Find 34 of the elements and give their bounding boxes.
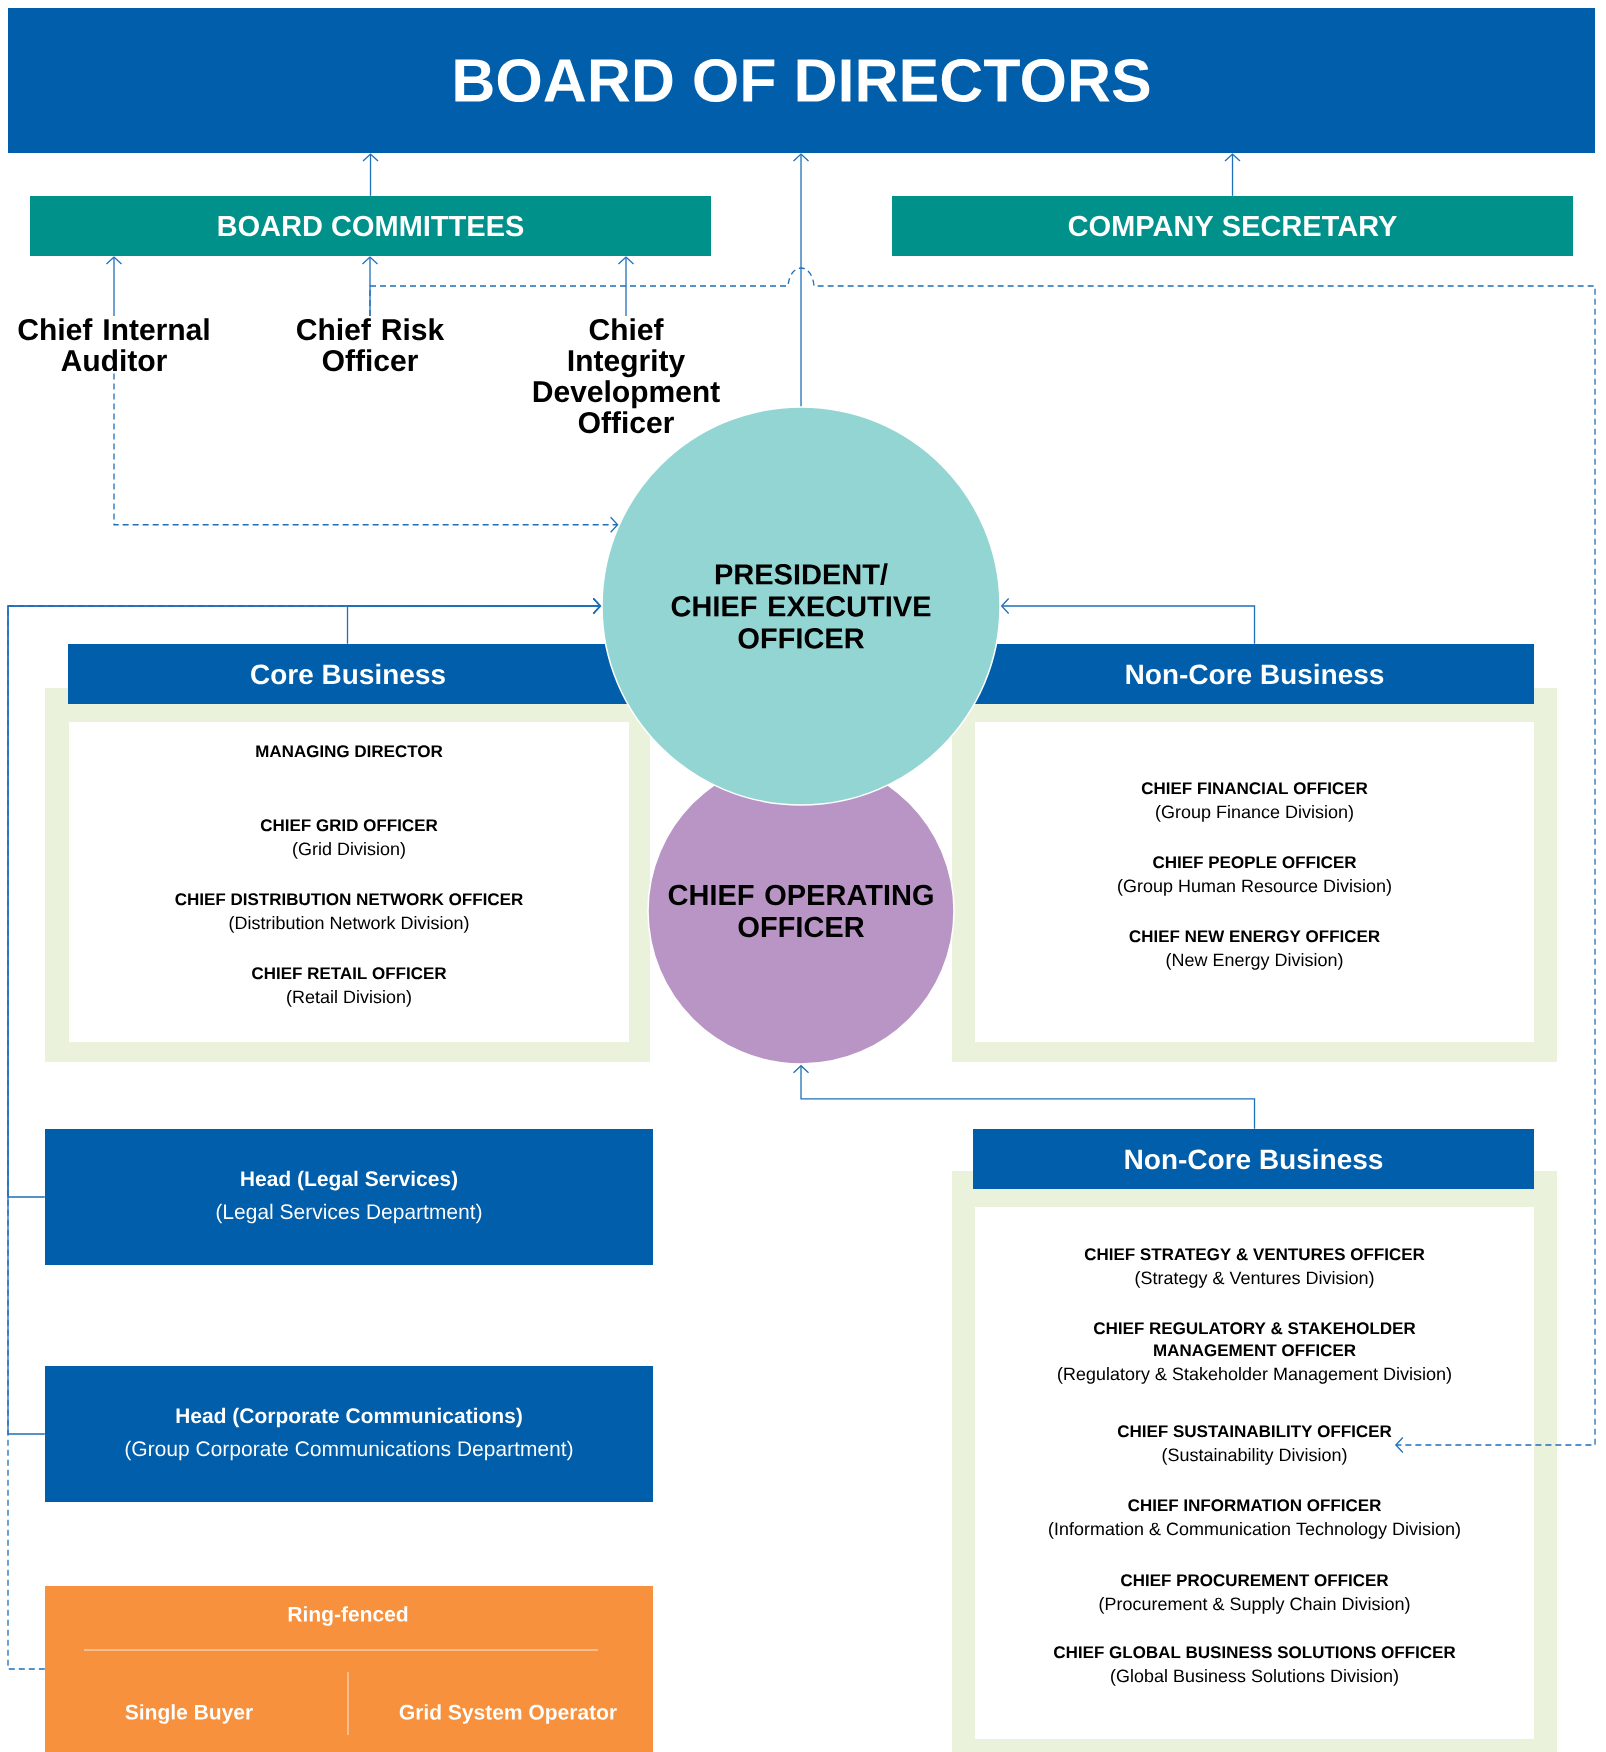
officer-entry: CHIEF DISTRIBUTION NETWORK OFFICER (Distribution Network Division) [175,893,523,933]
connector-arrow [7,597,602,1670]
officer-label: Chief Risk Officer [297,318,445,372]
committee-box: BOARD COMMITTEES [30,196,711,256]
connector-arrow [113,372,619,533]
board-banner: BOARD OF DIRECTORS [8,8,1595,153]
ring-fenced-box: Ring-fenced Single Buyer Grid System Operator [45,1586,653,1752]
connector-arrow [105,256,123,317]
officer-entry: CHIEF REGULATORY & STAKEHOLDER MANAGEMENT OFFICER (Regulatory & Stakeholder Management Division) [1058,1322,1451,1384]
officer-entry: CHIEF FINANCIAL OFFICER (Group Finance Division) [1141,782,1368,822]
department-box: Head (Legal Services) (Legal Services Department) [45,1129,653,1265]
secretary-box: COMPANY SECRETARY [892,196,1573,256]
node-label: Non-Core Business [1125,1148,1383,1170]
connector-arrow [792,153,810,407]
officer-entry: CHIEF SUSTAINABILITY OFFICER (Sustainability Division) [1117,1425,1392,1465]
connector-arrow [369,267,1596,1454]
officer-entry: CHIEF STRATEGY & VENTURES OFFICER (Strategy & Ventures Division) [1084,1248,1425,1288]
officer-label: Chief Internal Auditor [18,318,209,372]
connector-arrow [1224,153,1241,197]
officer-entry: CHIEF PEOPLE OFFICER (Group Human Resource Division) [1118,856,1391,896]
officer-entry: CHIEF INFORMATION OFFICER (Information & Communication Technology Division) [1049,1499,1460,1539]
department-box: Head (Corporate Communications) (Group Corporate Communications Department) [45,1366,653,1502]
officer-entry: CHIEF RETAIL OFFICER (Retail Division) [252,967,447,1007]
node-label: Core Business [251,663,445,685]
officer-entry: CHIEF PROCUREMENT OFFICER (Procurement & Supply Chain Division) [1099,1574,1410,1614]
connector-arrow [1000,597,1256,645]
node-label: Non-Core Business [1126,663,1384,685]
officer-entry: CHIEF NEW ENERGY OFFICER (New Energy Division) [1129,930,1380,970]
officer-entry: CHIEF GLOBAL BUSINESS SOLUTIONS OFFICER (Global Business Solutions Division) [1054,1646,1456,1686]
connector-arrow [617,256,635,317]
officer-entry: MANAGING DIRECTOR [256,745,443,758]
connector-arrow [792,1064,1256,1130]
officer-entry: CHIEF GRID OFFICER (Grid Division) [260,819,438,859]
connector-arrow [362,153,379,197]
